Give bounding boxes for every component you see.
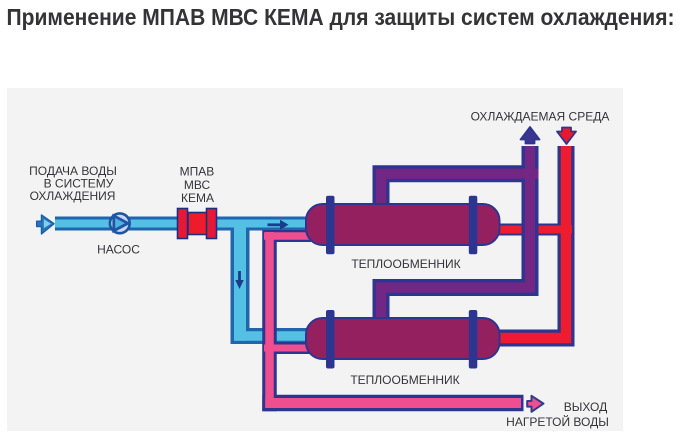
svg-text:МПАВ: МПАВ — [180, 165, 215, 179]
svg-text:НАГРЕТОЙ ВОДЫ: НАГРЕТОЙ ВОДЫ — [506, 414, 609, 429]
svg-text:ТЕПЛООБМЕННИК: ТЕПЛООБМЕННИК — [351, 257, 460, 271]
svg-text:НАСОС: НАСОС — [97, 243, 140, 257]
svg-text:ВЫХОД: ВЫХОД — [564, 400, 607, 414]
svg-text:В СИСТЕМУ: В СИСТЕМУ — [44, 177, 114, 191]
svg-text:Применение МПАВ МВС КЕМА для з: Применение МПАВ МВС КЕМА для защиты сист… — [7, 4, 675, 30]
svg-text:КЕМА: КЕМА — [181, 191, 214, 205]
svg-text:ОХЛАЖДЕНИЯ: ОХЛАЖДЕНИЯ — [30, 189, 116, 203]
svg-text:ОХЛАЖДАЕМАЯ СРЕДА: ОХЛАЖДАЕМАЯ СРЕДА — [471, 110, 610, 124]
svg-text:ТЕПЛООБМЕННИК: ТЕПЛООБМЕННИК — [350, 373, 459, 387]
svg-text:ПОДАЧА ВОДЫ: ПОДАЧА ВОДЫ — [29, 164, 117, 178]
svg-text:МВС: МВС — [184, 178, 211, 192]
